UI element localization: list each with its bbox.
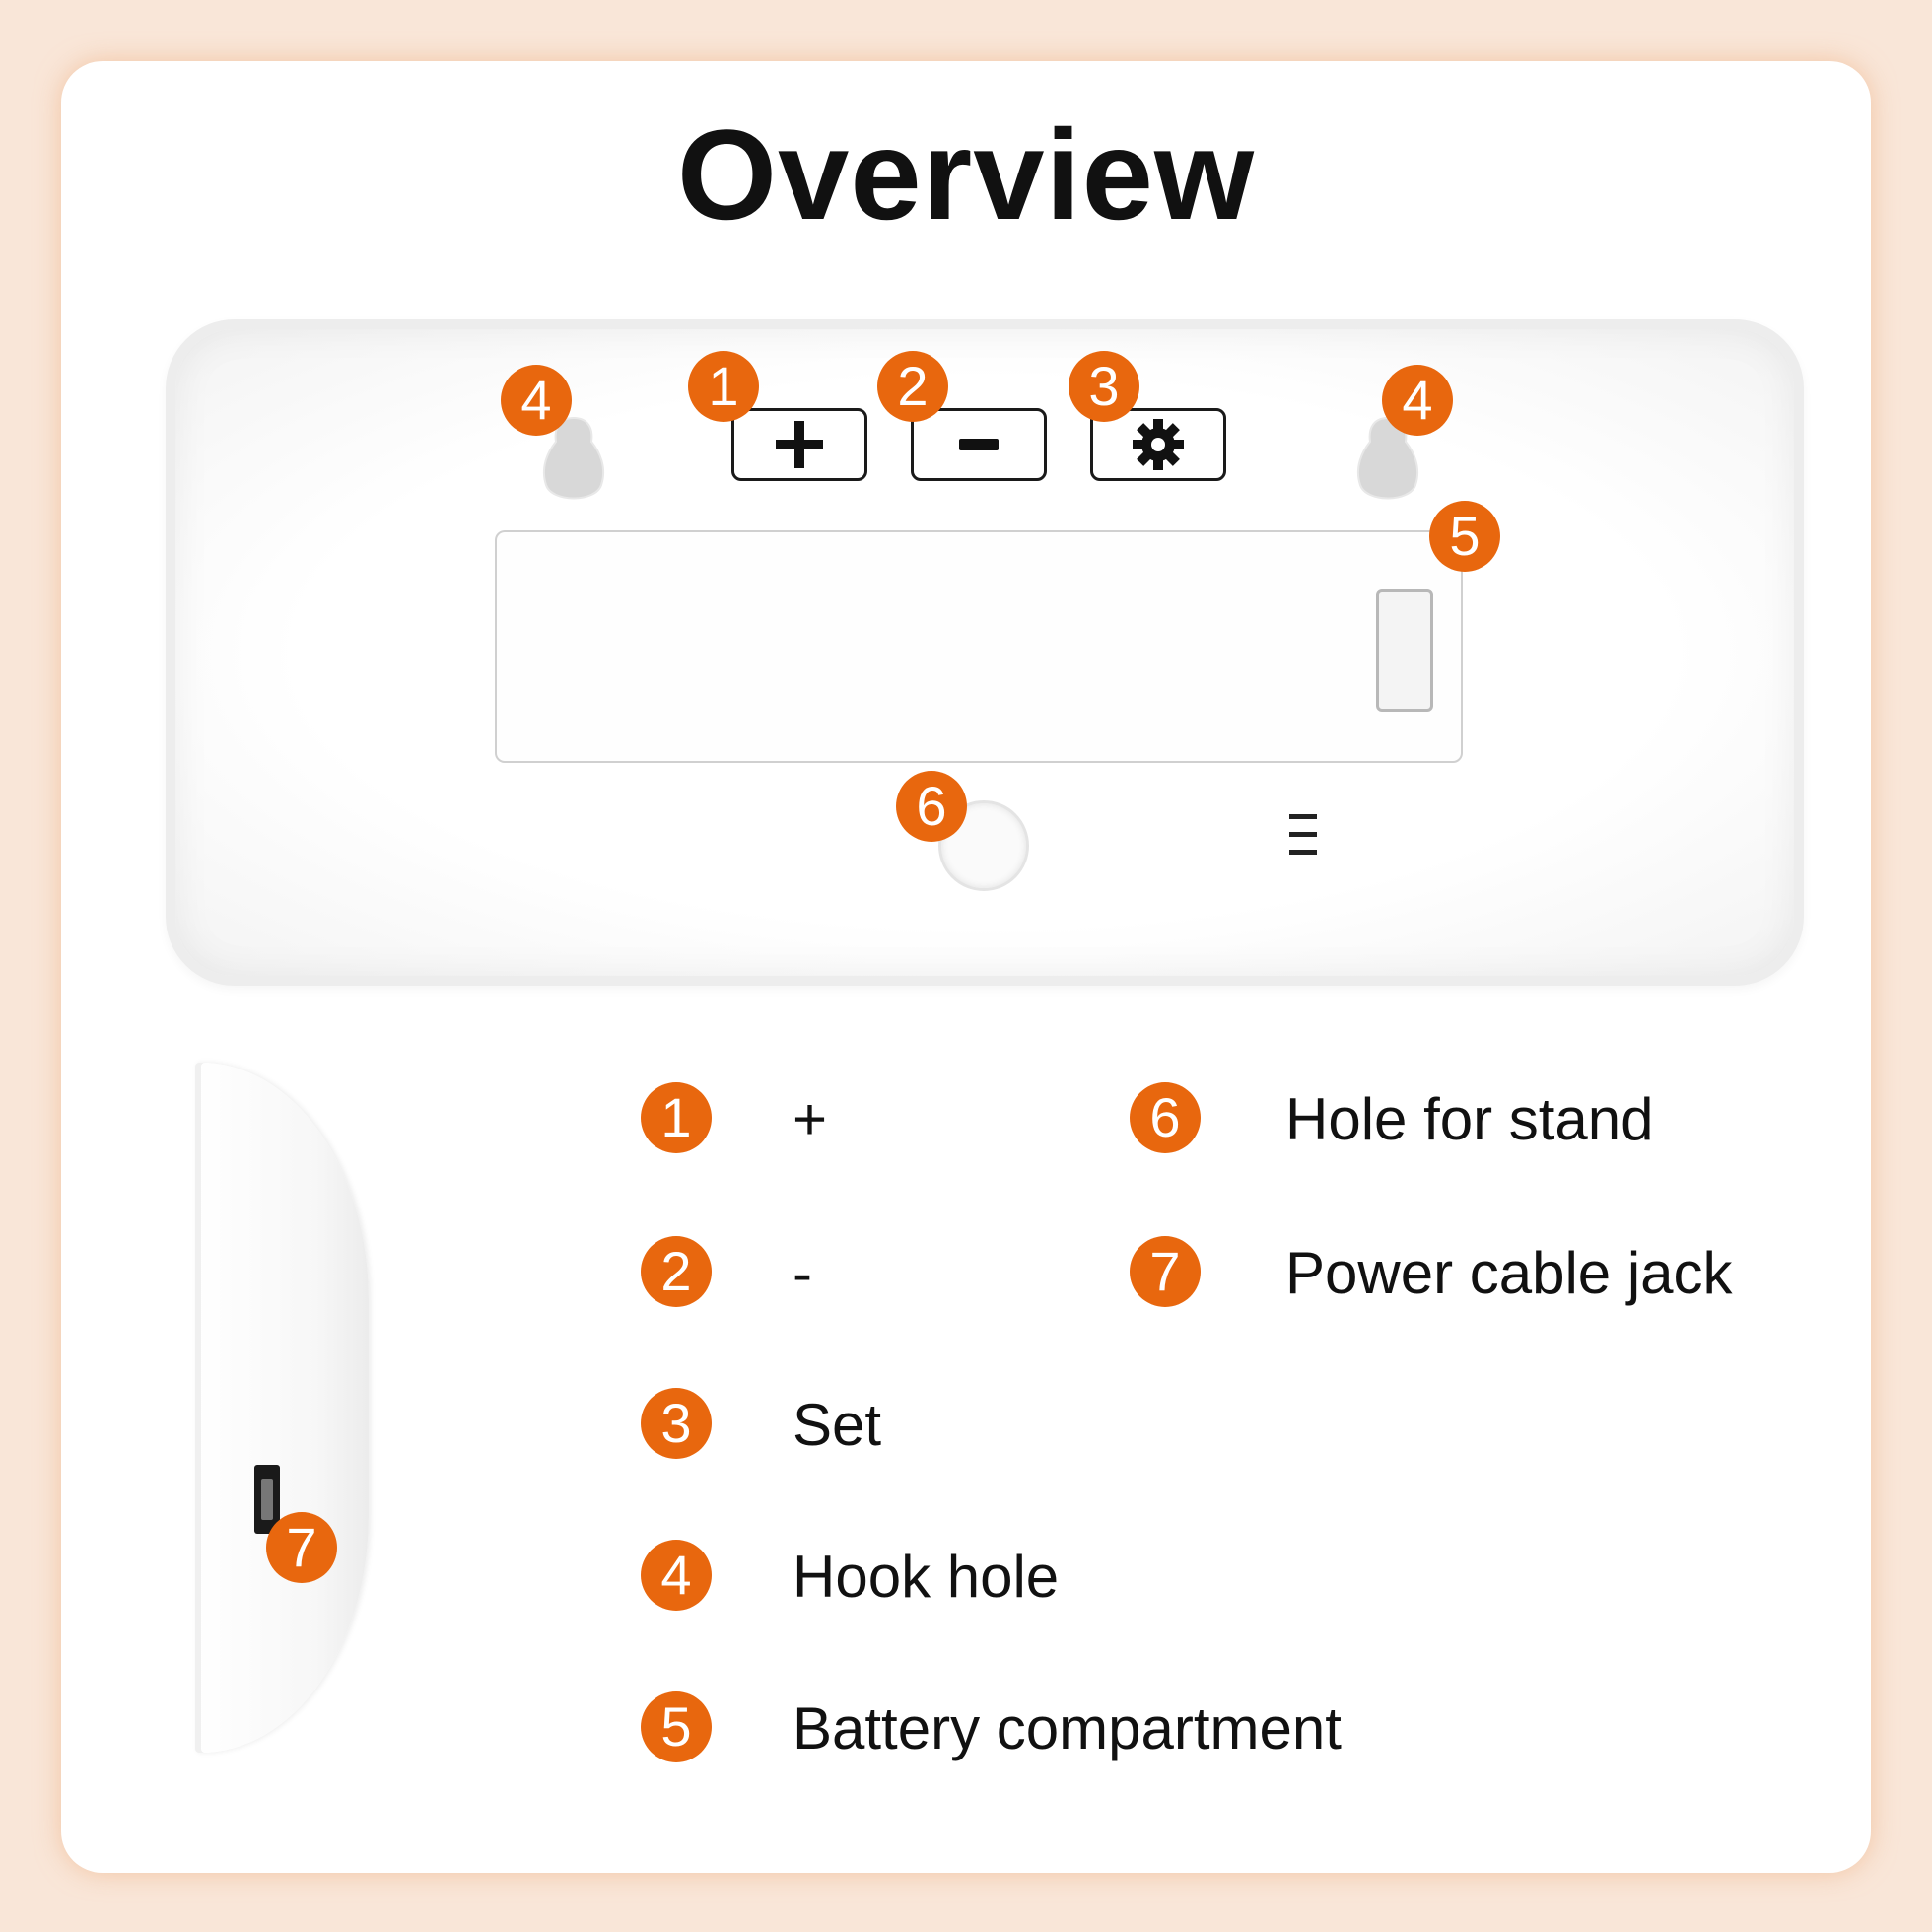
legend-label-4: Hook hole [793, 1544, 1060, 1610]
battery-latch[interactable] [1376, 589, 1433, 712]
marker-5-badge: 5 [1429, 501, 1500, 572]
plus-button[interactable] [731, 408, 867, 481]
battery-compartment [495, 530, 1463, 763]
marker-2-badge: 2 [877, 351, 948, 422]
device-side-view [195, 1063, 369, 1753]
legend-label-6: Hole for stand [1285, 1086, 1654, 1152]
marker-4-right-badge: 4 [1382, 365, 1453, 436]
legend-badge-3: 3 [641, 1388, 712, 1459]
marker-7-badge: 7 [266, 1512, 337, 1583]
hook-hole-right-icon [1356, 416, 1419, 500]
minus-button[interactable] [911, 408, 1047, 481]
legend-badge-6: 6 [1130, 1082, 1201, 1153]
legend-label-1: + [793, 1086, 828, 1152]
minus-icon [959, 439, 999, 450]
hook-hole-left-icon [542, 416, 605, 500]
gear-icon [1133, 419, 1184, 470]
legend-badge-4: 4 [641, 1540, 712, 1611]
legend-label-3: Set [793, 1392, 882, 1458]
marker-3-badge: 3 [1069, 351, 1139, 422]
page-title: Overview [676, 103, 1256, 246]
legend-badge-5: 5 [641, 1691, 712, 1762]
legend-badge-2: 2 [641, 1236, 712, 1307]
legend-badge-1: 1 [641, 1082, 712, 1153]
legend-label-2: - [793, 1240, 812, 1306]
plus-icon [776, 421, 823, 468]
legend-label-5: Battery compartment [793, 1695, 1342, 1761]
legend-label-7: Power cable jack [1285, 1240, 1733, 1306]
marker-1-badge: 1 [688, 351, 759, 422]
marker-4-left-badge: 4 [501, 365, 572, 436]
vent-icon [1289, 814, 1317, 855]
marker-6-badge: 6 [896, 771, 967, 842]
legend-badge-7: 7 [1130, 1236, 1201, 1307]
